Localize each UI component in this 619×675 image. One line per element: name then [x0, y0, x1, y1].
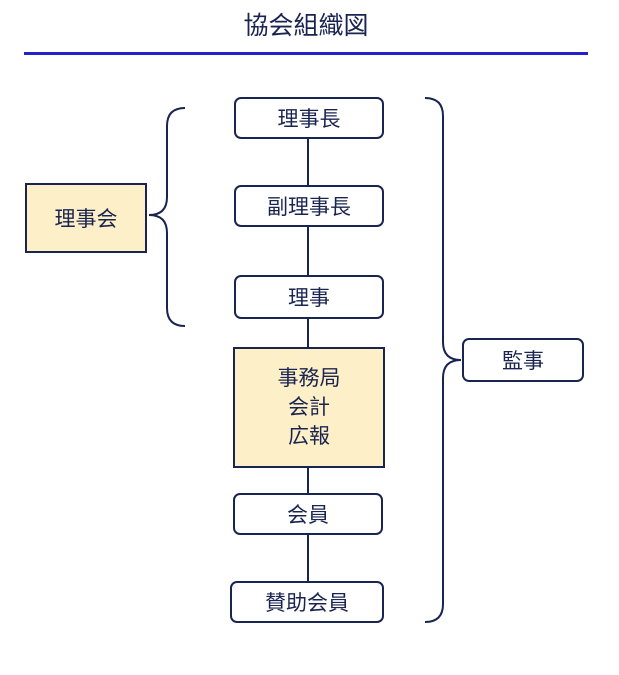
- auditor-brace: [424, 97, 462, 623]
- node-secretariat-line-2: 会計: [288, 395, 330, 419]
- node-secretariat-line-3: 広報: [288, 424, 330, 448]
- node-director-label: 理事: [288, 286, 330, 310]
- node-auditor: 監事: [462, 338, 584, 382]
- node-supporting-member: 賛助会員: [230, 581, 384, 623]
- node-auditor-label: 監事: [502, 349, 544, 373]
- page-title: 協会組織図: [243, 11, 369, 40]
- node-chairman-label: 理事長: [277, 107, 341, 131]
- node-director: 理事: [234, 275, 384, 319]
- node-supporting-member-label: 賛助会員: [265, 591, 349, 615]
- node-secretariat: 事務局 会計 広報: [233, 347, 385, 468]
- title-underline: [24, 52, 588, 55]
- node-board-label: 理事会: [54, 207, 118, 231]
- node-secretariat-line-1: 事務局: [277, 366, 341, 390]
- board-brace: [148, 107, 186, 327]
- node-vice-chairman-label: 副理事長: [267, 195, 351, 219]
- node-member-label: 会員: [287, 503, 329, 527]
- node-vice-chairman: 副理事長: [234, 185, 384, 227]
- node-board: 理事会: [25, 183, 147, 253]
- node-member: 会員: [233, 493, 383, 535]
- node-chairman: 理事長: [234, 97, 384, 139]
